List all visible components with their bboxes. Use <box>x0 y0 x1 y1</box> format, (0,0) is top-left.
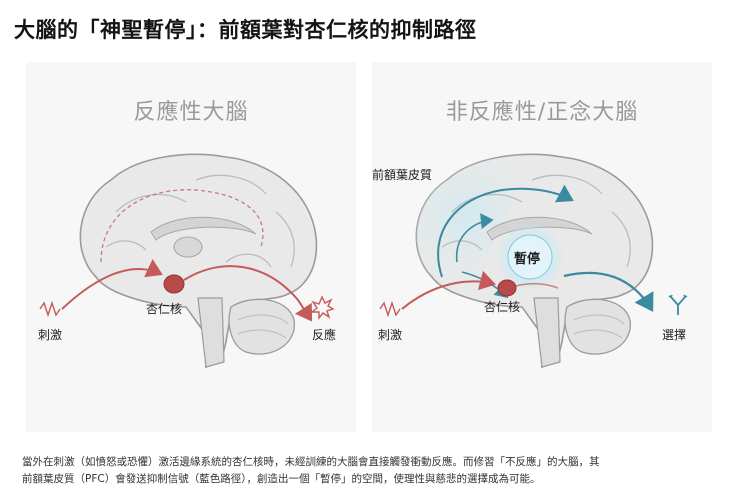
caption-line-1: 當外在刺激（如憤怒或恐懼）激活邊緣系統的杏仁核時，未經訓練的大腦會直接觸發衝動反… <box>22 456 600 468</box>
amygdala-left <box>163 274 185 294</box>
stimulus-label-left: 刺激 <box>38 328 63 342</box>
choice-path <box>563 271 654 312</box>
pfc-label: 前額葉皮質 <box>372 168 433 182</box>
amygdala-right <box>497 279 517 297</box>
figure-caption: 當外在刺激（如憤怒或恐懼）激活邊緣系統的杏仁核時，未經訓練的大腦會直接觸發衝動反… <box>22 454 722 488</box>
stimulus-label-right: 刺激 <box>378 328 403 342</box>
stimulus-wave-left <box>39 300 61 318</box>
choice-fork-icon <box>668 294 688 315</box>
pfc-inhibition-path <box>437 184 574 278</box>
reactive-dashed-path <box>100 189 264 263</box>
amygdala-label-right: 杏仁核 <box>484 300 521 314</box>
stimulus-wave-right <box>379 300 401 318</box>
caption-line-2: 前額葉皮質（PFC）會發送抑制信號（藍色路徑），創造出一個「暫停」的空間，使理性… <box>22 473 541 485</box>
reactive-brain-panel: 反應性大腦 <box>26 62 356 432</box>
cerebellum <box>564 298 631 355</box>
stimulus-path-left <box>61 259 163 310</box>
response-burst-icon <box>310 295 335 320</box>
pause-label: 暫停 <box>514 252 541 267</box>
stimulus-path-right <box>401 270 496 310</box>
choice-label: 選擇 <box>662 328 687 342</box>
brain-outline <box>79 153 318 369</box>
mindful-brain-illustration <box>379 153 688 369</box>
mindful-brain-heading: 非反應性/正念大腦 <box>445 100 639 125</box>
response-path-left <box>183 265 313 322</box>
cerebellum <box>228 298 295 355</box>
mindful-brain-panel: 非反應性/正念大腦 <box>372 62 712 432</box>
amygdala-label-left: 杏仁核 <box>146 302 183 316</box>
reactive-brain-heading: 反應性大腦 <box>133 100 249 125</box>
response-label-left: 反應 <box>312 328 337 342</box>
page-title: 大腦的「神聖暫停」：前額葉對杏仁核的抑制路徑 <box>14 18 477 42</box>
reactive-brain-illustration <box>39 153 335 369</box>
